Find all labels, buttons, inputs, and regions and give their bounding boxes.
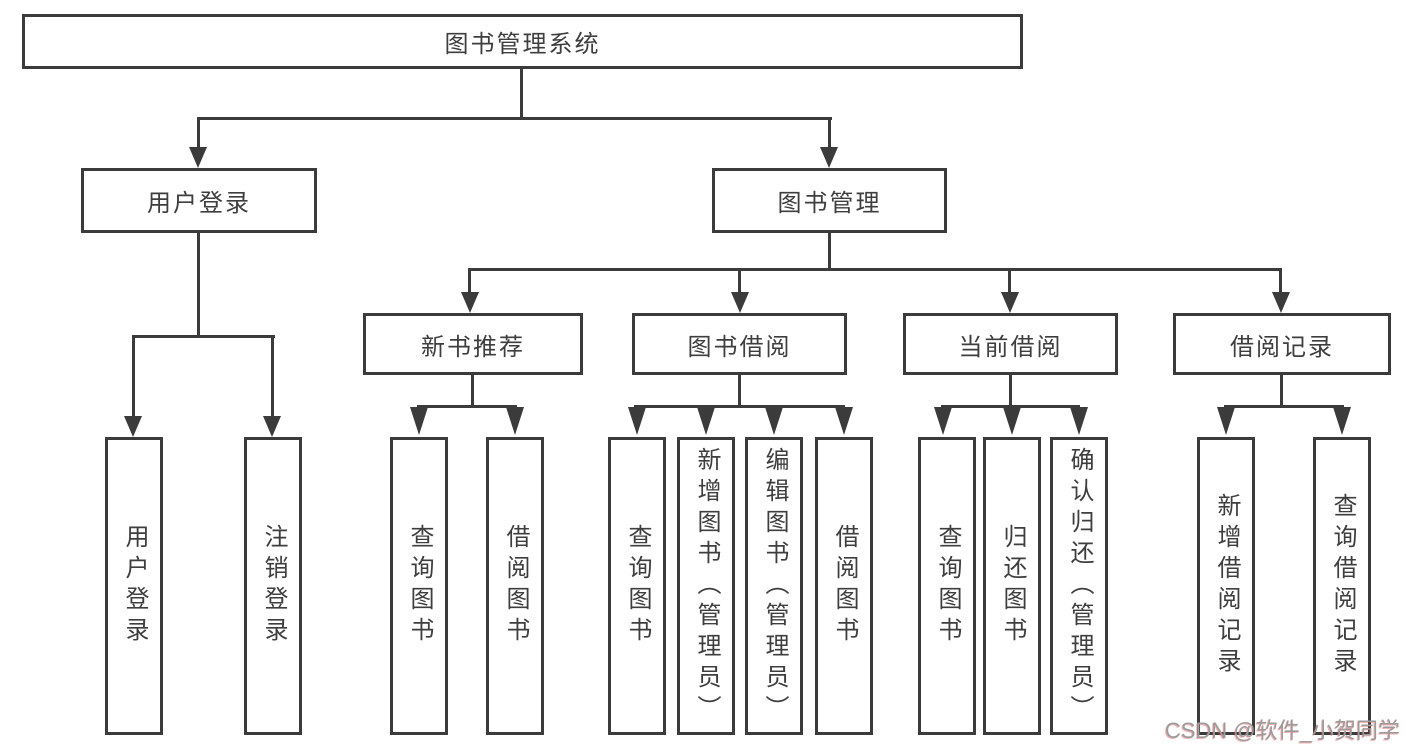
connector-stem-module (1008, 268, 1011, 294)
leaf-label: 编辑图书（管理员） (761, 446, 788, 726)
connector-module-branch (417, 405, 517, 408)
node-label: 图书借阅 (687, 333, 792, 361)
connector-module-branch (1224, 405, 1344, 408)
connector-stem-leaf (132, 335, 135, 416)
node-library-system: 图书管理系统 (22, 14, 1023, 69)
node-label: 当前借阅 (958, 333, 1063, 361)
arrow-down-icon (934, 407, 952, 435)
leaf-node-query-borrow-record: 查询借阅记录 (1313, 437, 1371, 735)
connector-stem-user-login (197, 117, 200, 148)
leaf-label: 确认归还（管理员） (1066, 446, 1093, 726)
connector-user-branch (132, 335, 275, 338)
node-label: 借阅记录 (1230, 333, 1334, 361)
arrow-down-icon (765, 407, 783, 435)
arrow-down-icon (1001, 292, 1019, 313)
leaf-node-borrow-book: 借阅图书 (815, 437, 873, 735)
arrow-down-icon (1003, 407, 1021, 435)
leaf-label: 查询图书 (934, 524, 961, 648)
connector-user-stem (197, 233, 200, 338)
arrow-down-icon (263, 416, 281, 437)
leaf-node-return-book: 归还图书 (983, 437, 1041, 735)
arrow-down-icon (410, 407, 428, 435)
connector-stem-book-mgmt (828, 117, 831, 148)
leaf-label: 注销登录 (260, 524, 287, 648)
node-borrow-record: 借阅记录 (1173, 313, 1391, 375)
leaf-label: 查询图书 (624, 524, 651, 648)
arrow-down-icon (1333, 407, 1351, 435)
connector-stem-leaf (271, 335, 274, 416)
node-label: 用户登录 (147, 190, 251, 217)
leaf-node-borrow-book: 借阅图书 (486, 437, 544, 735)
node-current-borrow: 当前借阅 (903, 313, 1118, 375)
node-book-management: 图书管理 (712, 168, 947, 233)
arrow-down-icon (1217, 407, 1235, 435)
arrow-down-icon (835, 407, 853, 435)
connector-stem-module (1279, 268, 1282, 294)
arrow-down-icon (1070, 407, 1088, 435)
arrow-down-icon (124, 416, 142, 437)
connector-book-stem (828, 233, 831, 270)
connector-root-stem (520, 69, 523, 118)
leaf-node-query-book: 查询图书 (390, 437, 448, 735)
leaf-label: 借阅图书 (502, 524, 529, 648)
leaf-label: 查询借阅记录 (1329, 493, 1356, 679)
arrow-down-icon (628, 407, 646, 435)
leaf-node-logout: 注销登录 (244, 437, 302, 735)
leaf-label: 新增图书（管理员） (693, 446, 720, 726)
arrow-down-icon (189, 147, 207, 168)
connector-module-stem (1009, 375, 1012, 408)
arrow-down-icon (506, 407, 524, 435)
node-new-book-recommend: 新书推荐 (363, 313, 583, 375)
leaf-label: 新增借阅记录 (1213, 493, 1240, 679)
leaf-node-add-borrow-record: 新增借阅记录 (1197, 437, 1255, 735)
node-book-borrow: 图书借阅 (632, 313, 847, 375)
connector-level3-branch (468, 268, 1282, 271)
leaf-node-confirm-return-admin: 确认归还（管理员） (1050, 437, 1108, 735)
leaf-label: 归还图书 (999, 524, 1026, 648)
connector-module-stem (471, 375, 474, 408)
node-label: 新书推荐 (421, 333, 525, 361)
connector-stem-module (738, 268, 741, 294)
leaf-label: 用户登录 (121, 524, 148, 648)
leaf-node-add-book-admin: 新增图书（管理员） (677, 437, 735, 735)
leaf-label: 查询图书 (406, 524, 433, 648)
node-label: 图书管理系统 (444, 31, 601, 58)
arrow-down-icon (731, 292, 749, 313)
connector-module-branch (941, 405, 1080, 408)
leaf-node-query-book: 查询图书 (608, 437, 666, 735)
arrow-down-icon (461, 292, 479, 313)
connector-level2-branch (197, 117, 832, 120)
leaf-node-user-login: 用户登录 (105, 437, 163, 735)
connector-stem-module (468, 268, 471, 294)
node-label: 图书管理 (777, 190, 882, 217)
leaf-label: 借阅图书 (831, 524, 858, 648)
connector-module-branch (634, 405, 845, 408)
csdn-watermark: CSDN @软件_小贺同学 (1164, 718, 1400, 743)
leaf-node-edit-book-admin: 编辑图书（管理员） (745, 437, 803, 735)
arrow-down-icon (1272, 292, 1290, 313)
leaf-node-query-book: 查询图书 (918, 437, 976, 735)
connector-module-stem (1280, 375, 1283, 408)
arrow-down-icon (820, 147, 838, 168)
node-user-login: 用户登录 (81, 168, 317, 233)
connector-module-stem (738, 375, 741, 408)
arrow-down-icon (697, 407, 715, 435)
